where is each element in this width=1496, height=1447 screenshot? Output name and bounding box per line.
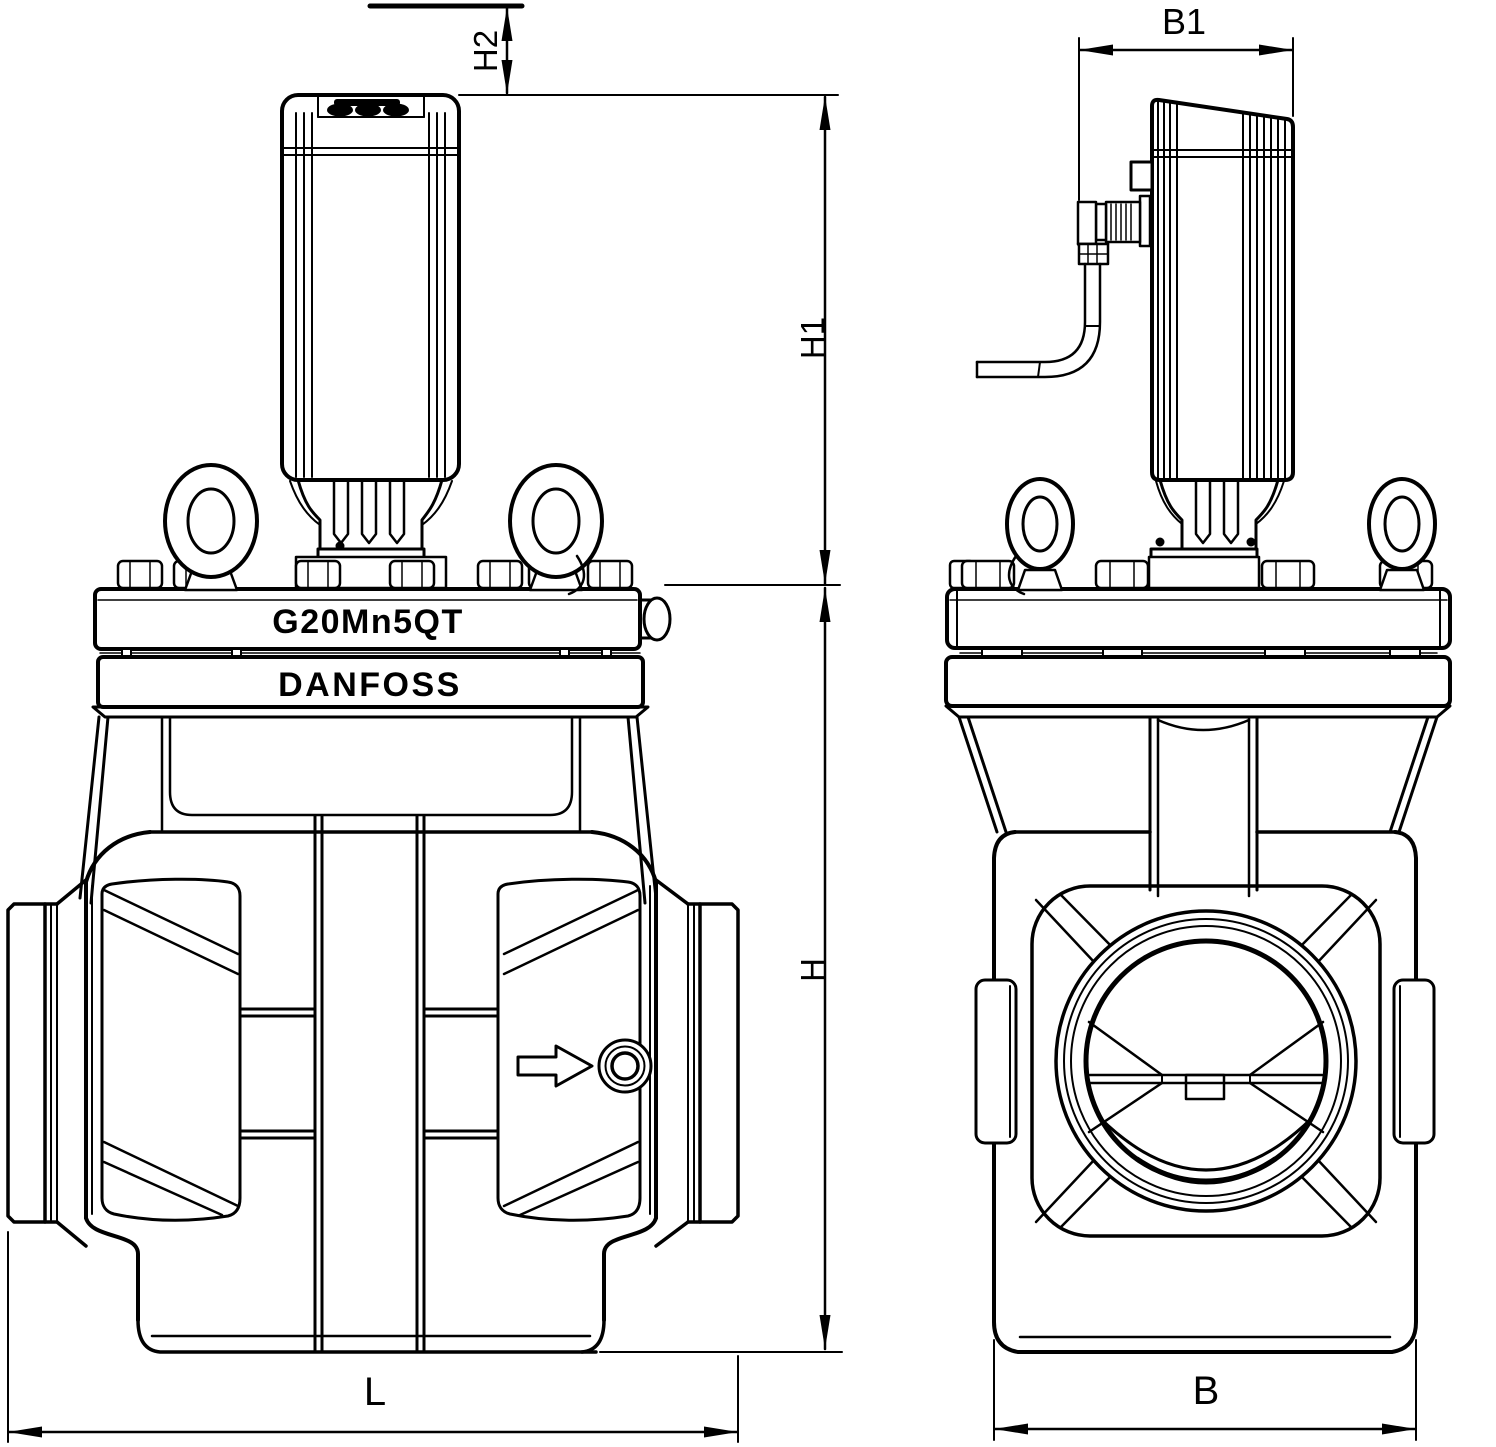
bonnet-neck-front bbox=[160, 715, 582, 832]
side-view bbox=[944, 97, 1452, 1354]
dimension-b1: B1 bbox=[1078, 1, 1294, 201]
dim-label-h: H bbox=[794, 958, 831, 982]
valve-body-front bbox=[84, 830, 658, 1354]
dimensions: H2 H1 H L bbox=[7, 1, 1417, 1443]
pipe-stub-left bbox=[6, 878, 88, 1248]
actuator-label-strip bbox=[334, 99, 400, 106]
actuator-front bbox=[280, 93, 461, 482]
flow-direction-arrow-icon bbox=[516, 1044, 594, 1088]
adapter-funnel-front bbox=[289, 478, 453, 563]
dimension-h2: H2 bbox=[367, 3, 839, 96]
gauge-port-boss bbox=[597, 1038, 653, 1094]
lifting-eye-right-side bbox=[1367, 477, 1437, 592]
lifting-eye-left-side bbox=[1005, 477, 1075, 596]
body-panel-left bbox=[100, 877, 242, 1222]
top-flange-side bbox=[945, 587, 1452, 658]
actuator-side bbox=[1129, 97, 1295, 482]
dim-label-b1: B1 bbox=[1162, 1, 1206, 42]
dimension-b: B bbox=[993, 1339, 1417, 1441]
dimension-h: H bbox=[599, 586, 843, 1353]
dim-label-l: L bbox=[364, 1370, 386, 1414]
support-ribs-front bbox=[78, 715, 658, 905]
side-boss-right bbox=[1392, 978, 1436, 1145]
valve-body-side bbox=[974, 830, 1436, 1354]
cable bbox=[975, 262, 1102, 379]
flange-pin bbox=[642, 596, 672, 642]
brand-flange-front: DANFOSS bbox=[91, 655, 650, 719]
material-grade-marking: G20Mn5QT bbox=[272, 603, 463, 641]
lifting-eye-right-front bbox=[508, 463, 604, 596]
lifting-eye-left-front bbox=[163, 463, 259, 592]
dim-label-h1: H1 bbox=[794, 317, 831, 359]
dim-label-b: B bbox=[1193, 1369, 1220, 1413]
dimension-h1: H1 bbox=[664, 95, 841, 586]
brand-marking: DANFOSS bbox=[278, 666, 462, 704]
cable-connector bbox=[1076, 194, 1152, 266]
pipe-stub-right bbox=[654, 878, 740, 1248]
cable-gland-icon bbox=[383, 103, 409, 117]
actuator-side-tab bbox=[1129, 160, 1154, 192]
cable-gland-icon bbox=[327, 103, 353, 117]
top-flange-front: G20Mn5QT bbox=[93, 587, 672, 658]
port-opening bbox=[1054, 909, 1358, 1213]
body-cross-rib bbox=[238, 814, 500, 1353]
adapter-funnel-side bbox=[1149, 478, 1285, 563]
brand-flange-side bbox=[944, 655, 1452, 719]
front-view: G20Mn5QT DANFOSS bbox=[6, 93, 740, 1354]
cable-gland-icon bbox=[355, 103, 381, 117]
dim-label-h2: H2 bbox=[467, 30, 504, 72]
body-square-face bbox=[1030, 884, 1382, 1238]
dimension-l: L bbox=[7, 1231, 739, 1443]
side-boss-left bbox=[974, 978, 1018, 1145]
body-panel-right bbox=[496, 877, 642, 1222]
bonnet-neck-side bbox=[957, 715, 1439, 898]
